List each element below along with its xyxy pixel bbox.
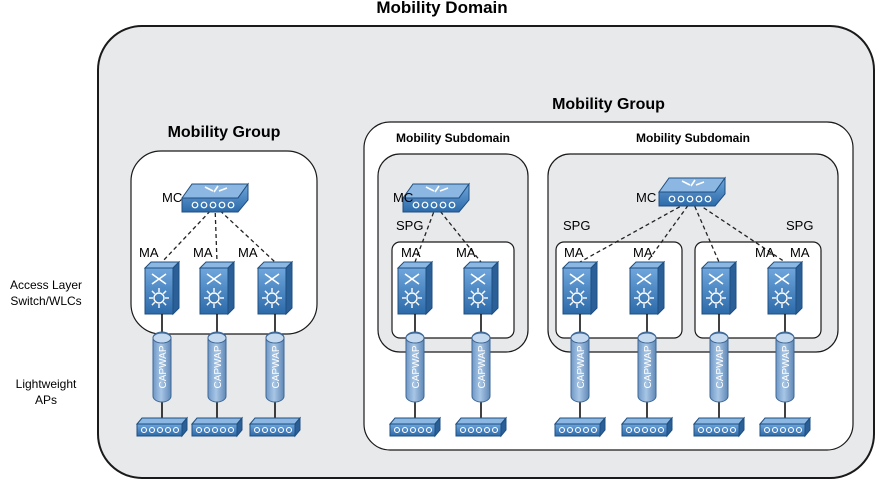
access-layer-label: Access Layer (9, 278, 83, 292)
multilayer-switch-icon (561, 260, 599, 316)
lightweight-aps-label: APs (34, 393, 57, 407)
diagram-title: Mobility Domain (376, 0, 508, 17)
ma-label: MA (456, 245, 476, 260)
lightweight-aps-label: Lightweight (15, 377, 77, 391)
mobility-controller-icon (181, 182, 249, 213)
multilayer-switch-icon (143, 260, 181, 316)
ma-label: MA (755, 245, 775, 260)
ma-label: MA (633, 245, 653, 260)
left-group-title: Mobility Group (167, 124, 281, 141)
mobility-controller-icon (402, 182, 470, 213)
mobility-link (435, 205, 482, 263)
capwap-tunnel-icon: CAPWAP (471, 314, 491, 422)
mc-label: MC (162, 190, 183, 205)
ma-label: MA (401, 245, 421, 260)
access-point-icon (454, 416, 508, 438)
capwap-label: CAPWAP (781, 345, 792, 388)
spg-label: SPG (563, 218, 591, 233)
capwap-label: CAPWAP (576, 345, 587, 388)
subdomain-1-title: Mobility Subdomain (396, 131, 510, 145)
access-point-icon (553, 416, 607, 438)
multilayer-switch-icon (198, 260, 236, 316)
capwap-tunnel-icon: CAPWAP (637, 314, 657, 422)
capwap-label: CAPWAP (213, 345, 224, 388)
mc-label: MC (636, 190, 657, 205)
access-point-icon (388, 416, 442, 438)
access-layer-label: Switch/WLCs (10, 294, 82, 308)
ma-label: MA (139, 245, 159, 260)
spg-label: SPG (786, 218, 814, 233)
access-point-icon (190, 416, 244, 438)
devices: CAPWAP CAPWAP CAPWAP CAPWAP CAPWAP CAPWAP CAPW… (135, 176, 812, 438)
ma-label: MA (238, 245, 258, 260)
capwap-tunnel-icon: CAPWAP (207, 314, 227, 422)
mobility-link (161, 205, 216, 263)
spg-label: SPG (396, 218, 424, 233)
capwap-label: CAPWAP (643, 345, 654, 388)
capwap-label: CAPWAP (271, 345, 282, 388)
mobility-link (691, 199, 720, 263)
multilayer-switch-icon (766, 260, 804, 316)
capwap-tunnel-icon: CAPWAP (570, 314, 590, 422)
capwap-label: CAPWAP (158, 345, 169, 388)
capwap-label: CAPWAP (477, 345, 488, 388)
dashed-links (161, 199, 786, 263)
multilayer-switch-icon (628, 260, 666, 316)
capwap-tunnel-icon: CAPWAP (152, 314, 172, 422)
mobility-link (646, 199, 693, 263)
capwap-tunnel-icon: CAPWAP (265, 314, 285, 422)
multilayer-switch-icon (462, 260, 500, 316)
capwap-label: CAPWAP (411, 345, 422, 388)
capwap-label: CAPWAP (715, 345, 726, 388)
right-group-title: Mobility Group (552, 96, 665, 113)
ma-label: MA (193, 245, 213, 260)
capwap-tunnel-icon: CAPWAP (709, 314, 729, 422)
mobility-link (579, 199, 693, 263)
multilayer-switch-icon (396, 260, 434, 316)
access-point-icon (620, 416, 674, 438)
multilayer-switch-icon (700, 260, 738, 316)
ma-label: MA (790, 245, 810, 260)
mc-label: MC (393, 190, 414, 205)
subdomain-2-title: Mobility Subdomain (636, 131, 750, 145)
access-point-icon (248, 416, 302, 438)
access-point-icon (758, 416, 812, 438)
access-point-icon (135, 416, 189, 438)
mobility-controller-icon (658, 176, 726, 207)
mobility-link (691, 199, 786, 263)
capwap-tunnel-icon: CAPWAP (405, 314, 425, 422)
ma-label: MA (564, 245, 584, 260)
mobility-link (214, 205, 218, 263)
access-point-icon (692, 416, 746, 438)
mobility-link (414, 205, 437, 263)
capwap-tunnel-icon: CAPWAP (775, 314, 795, 422)
multilayer-switch-icon (256, 260, 294, 316)
